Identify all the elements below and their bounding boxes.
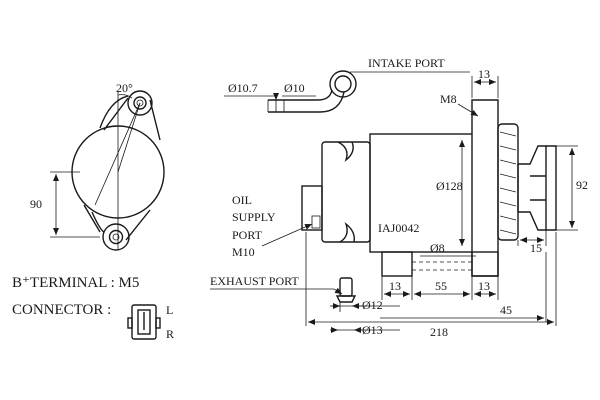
fan-blades bbox=[499, 131, 517, 235]
dim-45-label: 45 bbox=[500, 303, 512, 317]
dim-218-label: 218 bbox=[430, 325, 448, 339]
top-ear-arm bbox=[99, 95, 129, 129]
bottom-channel bbox=[412, 261, 472, 271]
pulley-groove bbox=[530, 145, 557, 231]
connector-label: CONNECTOR : bbox=[12, 302, 111, 318]
bottom-ear-arm bbox=[91, 211, 105, 233]
b-terminal-label: B⁺TERMINAL : M5 bbox=[12, 275, 139, 291]
oil-label-line3: PORT bbox=[232, 228, 263, 242]
dim-top-13-label: 13 bbox=[478, 67, 490, 81]
connector-symbol bbox=[127, 304, 161, 340]
exhaust-port-flare bbox=[335, 295, 357, 303]
bottom-mount-hole-inner bbox=[112, 233, 120, 241]
oil-label-line4: M10 bbox=[232, 245, 255, 259]
oil-port-box bbox=[301, 185, 323, 231]
dim-92-label: 92 bbox=[576, 178, 588, 192]
intake-port-ring-outer bbox=[329, 70, 357, 98]
intake-port-ring-inner bbox=[334, 75, 352, 93]
rear-cover bbox=[321, 141, 371, 243]
angle-arc bbox=[117, 94, 133, 99]
dim-15-label: 15 bbox=[530, 241, 542, 255]
front-bracket-outline bbox=[83, 97, 161, 241]
dim-13a-label: 13 bbox=[389, 279, 401, 293]
exhaust-leader-tip bbox=[333, 287, 343, 295]
main-housing bbox=[369, 133, 473, 253]
intake-port-label: INTAKE PORT bbox=[368, 56, 445, 70]
front-diagonal-line bbox=[94, 102, 141, 206]
intake-tube bbox=[268, 89, 345, 113]
exhaust-port-label: EXHAUST PORT bbox=[210, 274, 299, 288]
dim-13b-label: 13 bbox=[478, 279, 490, 293]
rear-cover-clip-top bbox=[337, 141, 354, 163]
connector-r-label: R bbox=[166, 327, 174, 341]
exhaust-port bbox=[339, 277, 353, 297]
part-number: IAJ0042 bbox=[378, 221, 419, 235]
dia-10-7-label: Ø10.7 bbox=[228, 81, 258, 95]
rear-cover-clip-bottom bbox=[339, 221, 356, 243]
oil-label-line2: SUPPLY bbox=[232, 210, 276, 224]
dim-55-label: 55 bbox=[435, 279, 447, 293]
front-view: 20° 90 bbox=[30, 81, 165, 251]
bottom-mount-ear bbox=[102, 223, 130, 251]
oil-label-line1: OIL bbox=[232, 193, 252, 207]
dia-10-label: Ø10 bbox=[284, 81, 305, 95]
legend: B⁺TERMINAL : M5 CONNECTOR : L R bbox=[12, 275, 174, 341]
bottom-boss-front bbox=[471, 251, 499, 277]
front-angle-line bbox=[117, 102, 141, 173]
fan bbox=[497, 123, 519, 241]
oil-port-thread bbox=[311, 215, 321, 229]
dim-128-label: Ø128 bbox=[436, 179, 463, 193]
top-mount-hole-inner bbox=[136, 99, 144, 107]
oil-leader bbox=[261, 223, 313, 247]
front-flange bbox=[471, 99, 499, 277]
m8-label: M8 bbox=[440, 92, 457, 106]
side-view bbox=[267, 70, 557, 303]
connector-l-label: L bbox=[166, 303, 173, 317]
dia-12-label: Ø12 bbox=[362, 298, 383, 312]
dia-8-label: Ø8 bbox=[430, 241, 445, 255]
m8-leader bbox=[457, 103, 479, 117]
angle-label: 20° bbox=[116, 81, 133, 95]
intake-tube-end bbox=[267, 100, 285, 112]
top-mount-hole-outer bbox=[133, 96, 147, 110]
top-mount-ear bbox=[127, 90, 153, 116]
side-dimensions: INTAKE PORT Ø10.7 Ø10 13 M8 Ø128 92 15 O… bbox=[210, 56, 588, 339]
dia-13-label: Ø13 bbox=[362, 323, 383, 337]
bottom-boss-rear bbox=[381, 251, 413, 277]
bottom-mount-hole-outer bbox=[108, 229, 124, 245]
dim-90-label: 90 bbox=[30, 197, 42, 211]
pulley bbox=[517, 145, 547, 231]
